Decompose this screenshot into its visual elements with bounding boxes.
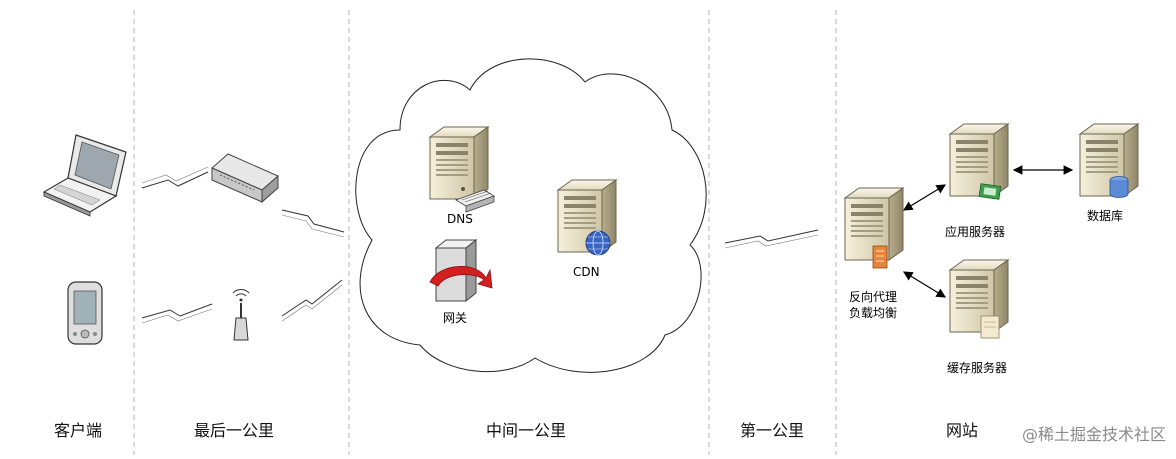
section-label-client: 客户端 bbox=[54, 421, 102, 440]
reverse-proxy-label-line2: 负载均衡 bbox=[849, 306, 897, 320]
wireless-link-first-mile bbox=[724, 229, 819, 249]
cdn-label: CDN bbox=[573, 265, 600, 279]
dns-server-icon bbox=[429, 126, 495, 213]
wireless-link-ap-cloud bbox=[281, 279, 343, 322]
gateway-icon bbox=[429, 238, 493, 303]
arrow-proxy-cache bbox=[902, 271, 947, 298]
arrow-proxy-app bbox=[902, 184, 947, 211]
section-label-middle-mile: 中间一公里 bbox=[486, 421, 566, 440]
cdn-server-icon bbox=[557, 179, 617, 256]
app-server-label: 应用服务器 bbox=[945, 224, 1005, 239]
wireless-link-switch-cloud bbox=[281, 209, 345, 238]
section-label-first-mile: 第一公里 bbox=[740, 421, 804, 440]
pda-device-icon bbox=[67, 281, 103, 345]
watermark-text: @稀土掘金技术社区 bbox=[1022, 425, 1166, 444]
reverse-proxy-server-icon bbox=[844, 187, 904, 269]
section-label-last-mile: 最后一公里 bbox=[194, 421, 274, 440]
wireless-access-point-icon bbox=[232, 289, 250, 341]
cache-server-label: 缓存服务器 bbox=[947, 360, 1007, 375]
reverse-proxy-label-line1: 反向代理 bbox=[849, 289, 897, 304]
wireless-link-pda bbox=[141, 303, 213, 324]
wireless-link-laptop bbox=[141, 166, 209, 189]
cache-server-icon bbox=[949, 259, 1009, 339]
section-label-website: 网站 bbox=[946, 421, 978, 440]
dns-label: DNS bbox=[447, 212, 473, 226]
laptop-icon bbox=[42, 134, 127, 217]
app-server-icon bbox=[949, 123, 1009, 200]
network-switch-icon bbox=[211, 153, 279, 204]
gateway-label: 网关 bbox=[443, 311, 467, 325]
internet-cloud-shape bbox=[355, 58, 707, 373]
database-server-icon bbox=[1079, 123, 1139, 198]
database-label: 数据库 bbox=[1087, 208, 1123, 223]
